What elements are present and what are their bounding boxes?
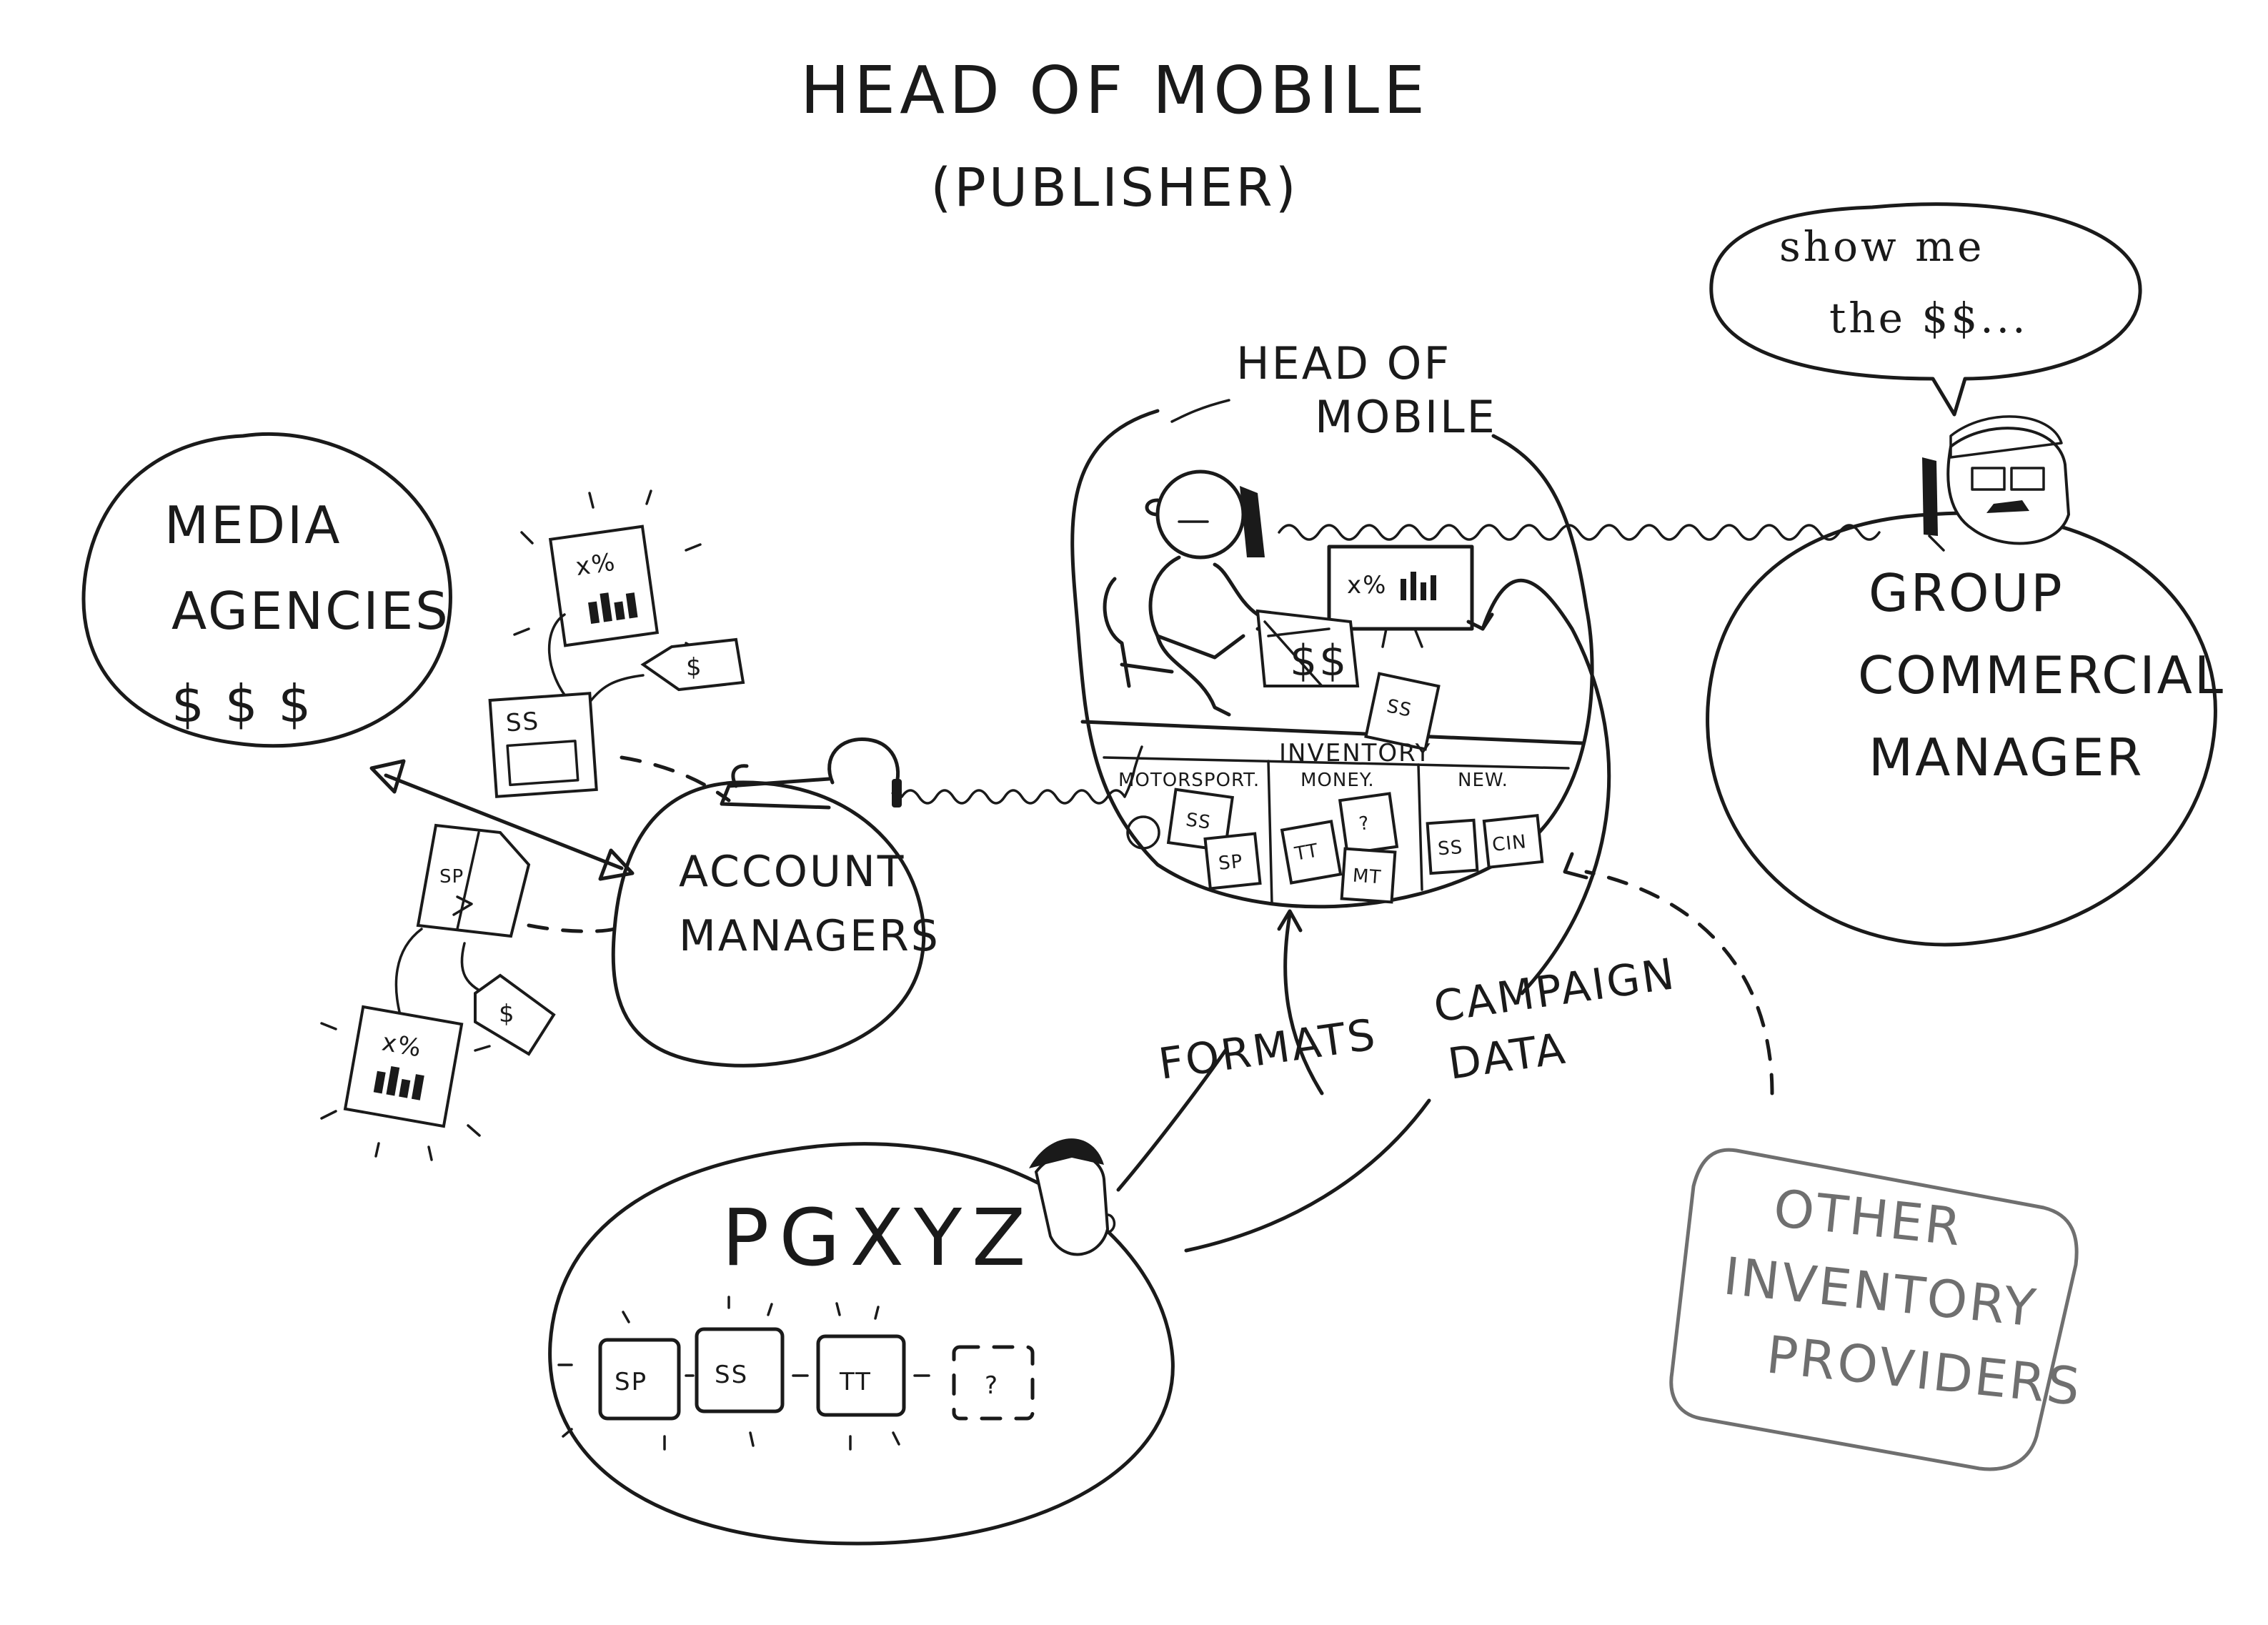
pgxyz-label: PGXYZ (722, 1192, 1035, 1283)
desk-ss-label: SS (1385, 695, 1413, 722)
agencies-account-arrow (369, 759, 635, 881)
format-card-sp-label: SP (615, 1368, 647, 1396)
formats-arrow (1116, 909, 1324, 1192)
ss-document-label: SS (505, 707, 541, 737)
inventory-card-ss-2: SS (1426, 818, 1479, 875)
phone-line-head-to-gcm (1278, 524, 1881, 541)
speech-bubble: show me the $$... (1709, 202, 2142, 417)
inventory-card-ss-2-label: SS (1437, 837, 1463, 860)
page-title: HEAD OF MOBILE (800, 52, 1429, 129)
head-of-mobile-label-2: MOBILE (1315, 391, 1497, 443)
ss-to-account-dashed (620, 755, 731, 802)
price-tag-top: $ (640, 637, 745, 692)
group-commercial-manager-node: GROUP COMMERCIAL MANAGER (1706, 511, 2225, 947)
price-tag-bottom: $ (474, 973, 556, 1056)
inventory-card-question-label: ? (1358, 812, 1371, 835)
monitor-metric: x% (1347, 571, 1387, 600)
sp-connector-left (394, 928, 423, 1016)
other-inventory-providers-node: OTHER INVENTORY PROVIDERS (1669, 1148, 2085, 1471)
format-card-sp: SP (598, 1338, 681, 1421)
desk-surface (1080, 720, 1585, 745)
other-providers-dashed-arrow (1563, 852, 1774, 1095)
account-manager-figure (720, 737, 902, 810)
inventory-card-mt-label: MT (1352, 865, 1382, 888)
price-tag-connector (585, 674, 645, 709)
media-agencies-label-1: MEDIA (164, 495, 342, 555)
inventory-shelf-top (1103, 756, 1570, 770)
desk-money-note: $$ (1255, 609, 1360, 687)
report-top-connector (547, 613, 573, 705)
gcm-label-1: GROUP (1869, 563, 2064, 623)
inventory-section-new: NEW. (1458, 770, 1508, 791)
format-card-ss: SS (695, 1327, 785, 1413)
inventory-divider-1 (1267, 760, 1273, 905)
media-agencies-dollars: $ $ $ (171, 674, 313, 734)
media-agencies-node: MEDIA AGENCIES $ $ $ (81, 432, 452, 748)
format-sparkles (557, 1296, 930, 1451)
other-providers-label-3: PROVIDERS (1764, 1324, 2084, 1417)
format-card-tt: TT (816, 1334, 906, 1417)
sp-to-account-dashed (527, 923, 617, 933)
speech-bubble-line-2: the $$... (1829, 294, 2029, 342)
campaign-label-2: DATA (1445, 1023, 1570, 1090)
inventory-card-cin: CIN (1482, 814, 1544, 869)
inventory-section-money: MONEY. (1300, 770, 1375, 791)
inventory-card-mt: MT (1340, 847, 1397, 904)
inventory-card-ss-1-label: SS (1185, 809, 1213, 834)
speech-bubble-line-1: show me (1779, 222, 1984, 271)
gcm-label-3: MANAGER (1869, 727, 2144, 787)
inventory-card-question: ? (1338, 792, 1399, 855)
sp-document-label: SP (439, 866, 464, 888)
report-document-top: x% (513, 490, 702, 652)
desk-ss-card: SS (1364, 672, 1441, 751)
format-card-ss-label: SS (715, 1361, 748, 1389)
formats-label: FORMATS (1155, 1010, 1380, 1090)
phone-line-account-to-head (900, 745, 1143, 805)
price-tag-top-label: $ (686, 653, 703, 682)
format-card-unknown-label: ? (985, 1371, 999, 1400)
account-managers-label-1: ACCOUNT (679, 847, 905, 897)
head-of-mobile-label-1: HEAD OF (1236, 337, 1451, 389)
campaign-data-arrow (1184, 579, 1611, 1253)
inventory-card-sp-1: SP (1203, 832, 1262, 890)
report-top-metric: x% (574, 548, 617, 582)
price-tag-bottom-label: $ (499, 1000, 516, 1028)
inventory-card-ss-1: SS (1166, 787, 1235, 853)
report-bottom-metric: x% (380, 1028, 425, 1063)
gcm-face (1922, 415, 2071, 552)
smiley-face-icon (1126, 815, 1160, 850)
other-providers-label-1: OTHER (1771, 1178, 1966, 1257)
format-card-tt-label: TT (839, 1368, 872, 1396)
inventory-card-tt: TT (1280, 820, 1343, 885)
account-managers-node: ACCOUNT MANAGERS (611, 780, 940, 1068)
pgxyz-figure (1029, 1138, 1116, 1256)
gcm-label-2: COMMERCIAL (1858, 645, 2225, 705)
inventory-card-tt-label: TT (1293, 840, 1320, 865)
inventory-card-cin-label: CIN (1491, 831, 1528, 856)
ss-document: SS (488, 692, 598, 798)
inventory-divider-2 (1417, 763, 1423, 891)
report-document-bottom: x% (320, 1005, 491, 1161)
inventory-card-sp-1-label: SP (1218, 851, 1244, 875)
sp-document: SP (416, 823, 531, 938)
format-card-unknown: ? (952, 1345, 1035, 1421)
media-agencies-label-2: AGENCIES (171, 581, 450, 641)
page-subtitle: (PUBLISHER) (930, 157, 1298, 219)
campaign-label-1: CAMPAIGN (1431, 949, 1679, 1033)
head-of-mobile-node: HEAD OF MOBILE (1070, 337, 1594, 909)
account-managers-label-2: MANAGERS (679, 911, 940, 961)
other-providers-label-2: INVENTORY (1721, 1246, 2040, 1338)
inventory-section-motorsport: MOTORSPORT. (1118, 770, 1260, 791)
desk-monitor: x% (1327, 545, 1474, 648)
